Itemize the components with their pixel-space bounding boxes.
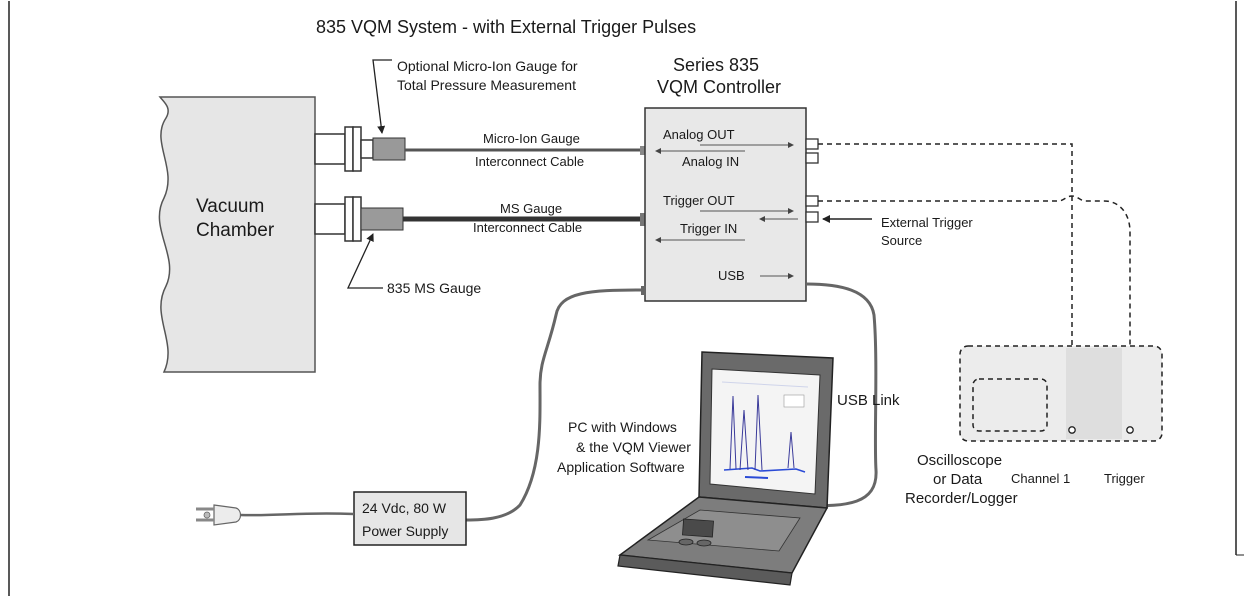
micro-ion-cable-connector bbox=[640, 146, 646, 155]
usb-link-label: USB Link bbox=[837, 392, 900, 409]
ms-gauge-icon bbox=[314, 196, 404, 242]
trigger-out-connector bbox=[805, 195, 819, 207]
power-plug-icon bbox=[196, 504, 242, 526]
laptop-icon bbox=[617, 351, 834, 586]
oscilloscope-label-line2: or Data bbox=[933, 471, 983, 488]
oscilloscope-label-line3: Recorder/Logger bbox=[905, 490, 1018, 507]
analog-in-connector bbox=[805, 152, 819, 164]
port-usb-label: USB bbox=[718, 268, 745, 283]
oscilloscope-screen bbox=[972, 378, 1048, 432]
channel1-input bbox=[1068, 426, 1076, 434]
trigger-label: Trigger bbox=[1104, 471, 1145, 486]
vacuum-chamber bbox=[158, 96, 316, 373]
ms-cable-connector bbox=[640, 213, 646, 226]
ms-cable-label-line2: Interconnect Cable bbox=[473, 220, 582, 235]
power-cord bbox=[239, 512, 355, 517]
power-supply-label-line2: Power Supply bbox=[362, 523, 448, 539]
port-trigger-in-label: Trigger IN bbox=[680, 221, 737, 236]
port-analog-in-label: Analog IN bbox=[682, 154, 739, 169]
pc-label-line1: PC with Windows bbox=[568, 419, 677, 435]
port-analog-out-label: Analog OUT bbox=[663, 127, 735, 142]
vacuum-chamber-label-line2: Chamber bbox=[196, 220, 275, 241]
ms-gauge-callout-leader bbox=[346, 233, 383, 289]
analog-out-dashed-line bbox=[818, 143, 1073, 427]
controller-title-line2: VQM Controller bbox=[657, 77, 781, 97]
trigger-input bbox=[1126, 426, 1134, 434]
external-trigger-label-line2: Source bbox=[881, 233, 922, 248]
micro-ion-gauge-icon bbox=[314, 126, 406, 172]
analog-out-connector bbox=[805, 138, 819, 150]
external-trigger-label-line1: External Trigger bbox=[881, 215, 973, 230]
diagram-title: 835 VQM System - with External Trigger P… bbox=[316, 17, 696, 37]
power-cable bbox=[465, 288, 642, 522]
pc-label-line2: & the VQM Viewer bbox=[576, 439, 691, 455]
ms-gauge-label: 835 MS Gauge bbox=[387, 280, 481, 296]
power-input-connector bbox=[641, 286, 646, 295]
vacuum-chamber-label-line1: Vacuum bbox=[196, 196, 264, 217]
trigger-in-connector bbox=[805, 211, 819, 223]
micro-ion-cable-label-line1: Micro-Ion Gauge bbox=[483, 131, 580, 146]
micro-ion-note-line1: Optional Micro-Ion Gauge for bbox=[397, 58, 578, 74]
usb-cable bbox=[804, 282, 878, 508]
pc-label-line3: Application Software bbox=[557, 459, 685, 475]
trigger-out-dashed-line bbox=[818, 195, 1131, 427]
vqm-controller-box bbox=[644, 107, 807, 302]
power-supply-label-line1: 24 Vdc, 80 W bbox=[362, 500, 447, 516]
oscilloscope-label-line1: Oscilloscope bbox=[917, 452, 1002, 469]
micro-ion-cable-label-line2: Interconnect Cable bbox=[475, 154, 584, 169]
oscilloscope-panel-shade bbox=[1066, 348, 1122, 439]
power-supply-box bbox=[353, 491, 467, 546]
micro-ion-callout-leader bbox=[372, 59, 392, 134]
controller-title-line1: Series 835 bbox=[673, 55, 759, 75]
channel1-label: Channel 1 bbox=[1011, 471, 1070, 486]
ms-cable-label-line1: MS Gauge bbox=[500, 201, 562, 216]
micro-ion-note-line2: Total Pressure Measurement bbox=[397, 77, 576, 93]
port-trigger-out-label: Trigger OUT bbox=[663, 193, 735, 208]
